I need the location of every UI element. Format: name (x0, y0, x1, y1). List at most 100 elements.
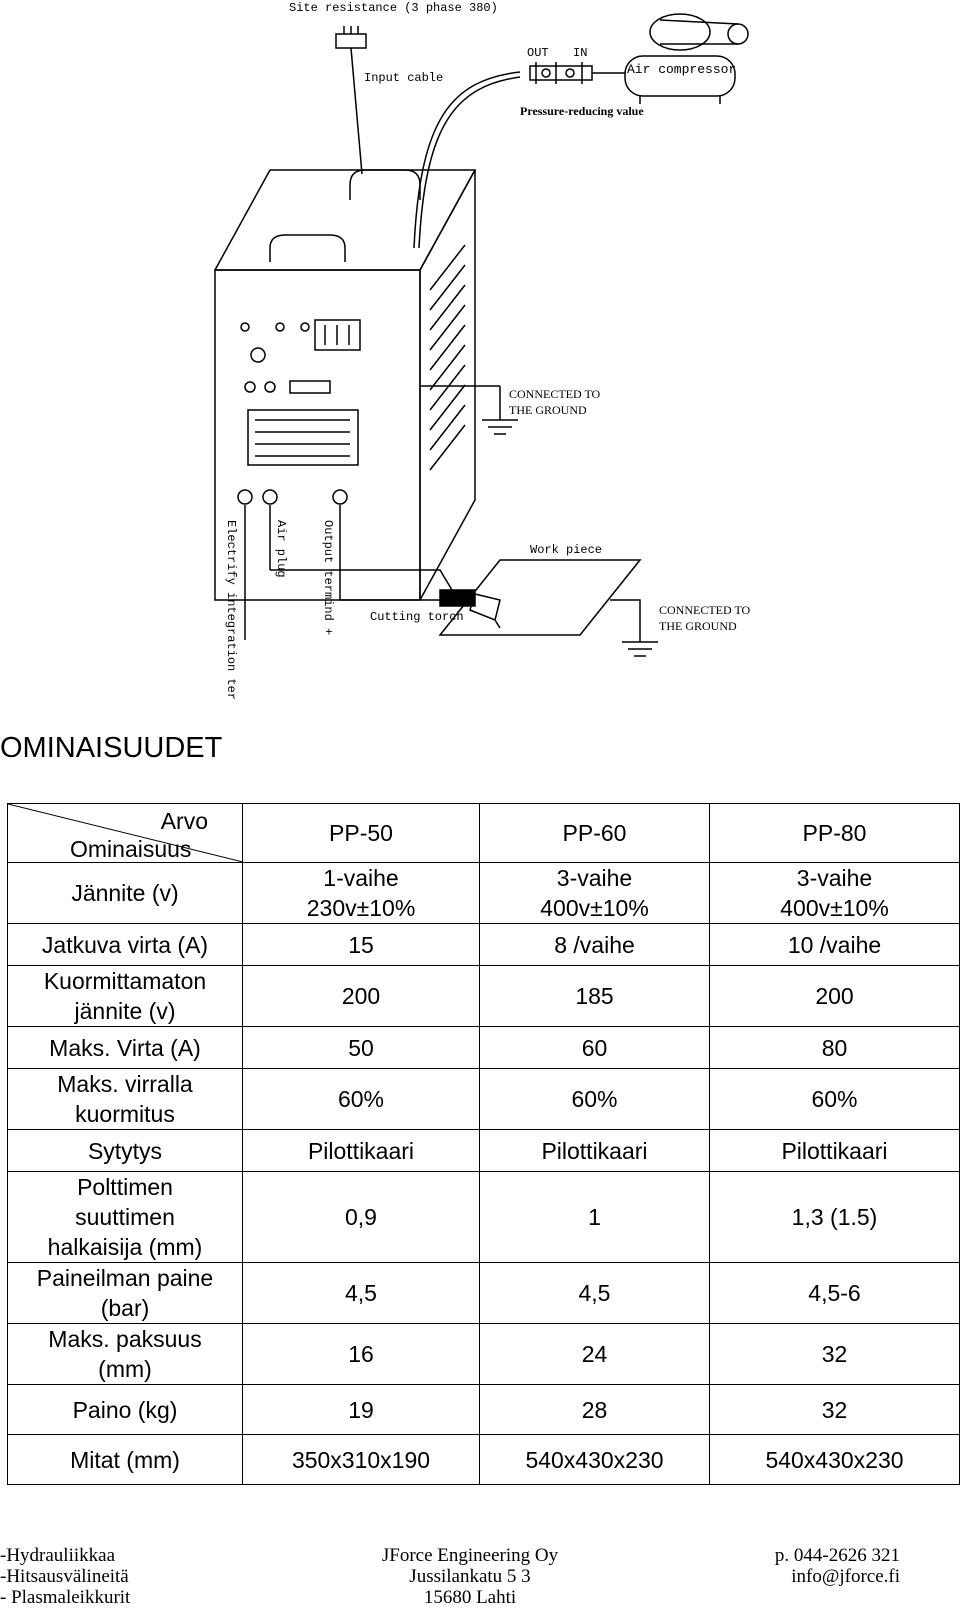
pressure-valve-icon (529, 62, 593, 84)
value-cell: 60% (479, 1068, 710, 1130)
value-cell: 185 (479, 965, 710, 1027)
plasma-cutter-machine (213, 169, 477, 601)
ground-label-2b: THE GROUND (659, 619, 737, 633)
company-name: JForce Engineering Oy (381, 1545, 559, 1566)
corner-bottom-label: Ominaisuus (70, 836, 192, 862)
value-cell: 3-vaihe 400v±10% (479, 862, 710, 924)
ground-label-1a: CONNECTED TO (509, 387, 601, 401)
row-label: Kuormittamaton jännite (v) (7, 965, 243, 1027)
model-header: PP-60 (479, 803, 710, 863)
value-cell: 4,5 (479, 1262, 710, 1324)
value-cell: 1-vaihe 230v±10% (242, 862, 480, 924)
model-header: PP-80 (709, 803, 960, 863)
value-cell: 60% (709, 1068, 960, 1130)
row-label: Polttimen suuttimen halkaisija (mm) (7, 1171, 243, 1263)
air-compressor-icon (624, 13, 749, 104)
footer-line: -Hitsausvälineitä (0, 1566, 129, 1587)
cutting-torch-label: Cutting torch (370, 610, 464, 624)
corner-cell: Arvo Ominaisuus (7, 803, 243, 863)
row-label: Mitat (mm) (7, 1434, 243, 1485)
value-cell: Pilottikaari (242, 1129, 480, 1172)
value-cell: 350x310x190 (242, 1434, 480, 1485)
value-cell: Pilottikaari (709, 1129, 960, 1172)
email-address: info@jforce.fi (791, 1566, 900, 1587)
value-cell: Pilottikaari (479, 1129, 710, 1172)
footer-company: JForce Engineering Oy Jussilankatu 5 3 1… (360, 1545, 580, 1608)
value-cell: 8 /vaihe (479, 923, 710, 966)
row-label: Jännite (v) (7, 862, 243, 924)
row-label: Maks. virralla kuormitus (7, 1068, 243, 1130)
value-cell: 32 (709, 1323, 960, 1385)
value-cell: 15 (242, 923, 480, 966)
value-cell: 540x430x230 (709, 1434, 960, 1485)
row-label: Paino (kg) (7, 1384, 243, 1435)
value-cell: 10 /vaihe (709, 923, 960, 966)
input-cable-line (350, 47, 363, 175)
output-terminal-label: Output termind + (321, 520, 335, 635)
diagonal-divider (8, 804, 243, 862)
corner-top-label: Arvo (160, 808, 208, 834)
table-row: Jännite (v)1-vaihe 230v±10%3-vaihe 400v±… (7, 862, 960, 924)
plasma-cutter-connection-diagram: Site resistance (3 phase 380) Input cabl… (213, 1, 751, 700)
model-header: PP-50 (242, 803, 480, 863)
row-label: Maks. Virta (A) (7, 1026, 243, 1069)
row-label: Paineilman paine (bar) (7, 1262, 243, 1324)
cutting-torch-icon (439, 589, 501, 629)
site-resistance-label: Site resistance (3 phase 380) (289, 1, 498, 15)
value-cell: 4,5 (242, 1262, 480, 1324)
company-street: Jussilankatu 5 3 (409, 1566, 531, 1587)
value-cell: 200 (242, 965, 480, 1027)
table-header-row: Arvo Ominaisuus PP-50 PP-60 PP-80 (7, 803, 960, 863)
phone-number: p. 044-2626 321 (774, 1545, 900, 1566)
power-plug-icon (335, 26, 367, 49)
spec-table: Arvo Ominaisuus PP-50 PP-60 PP-80 Jännit… (7, 803, 960, 1485)
air-hose (413, 71, 521, 249)
air-compressor-label: Air compressor (627, 62, 736, 77)
value-cell: 32 (709, 1384, 960, 1435)
value-cell: 0,9 (242, 1171, 480, 1263)
value-cell: 4,5-6 (709, 1262, 960, 1324)
footer-contact: p. 044-2626 321 info@jforce.fi (775, 1545, 900, 1587)
row-label: Jatkuva virta (A) (7, 923, 243, 966)
footer-line: - Plasmaleikkurit (0, 1587, 131, 1608)
footer-line: -Hydrauliikkaa (0, 1545, 116, 1566)
value-cell: 24 (479, 1323, 710, 1385)
air-plug-label: Air plug (274, 520, 288, 578)
company-city: 15680 Lahti (423, 1587, 517, 1608)
work-piece-label: Work piece (530, 543, 602, 557)
value-cell: 50 (242, 1026, 480, 1069)
row-label: Maks. paksuus (mm) (7, 1323, 243, 1385)
work-piece-plate (438, 559, 642, 636)
valve-out-label: OUT (527, 46, 549, 60)
value-cell: 200 (709, 965, 960, 1027)
value-cell: 1 (479, 1171, 710, 1263)
footer-left: -Hydrauliikkaa -Hitsausvälineitä - Plasm… (0, 1545, 130, 1608)
electrify-terminal-label: Electrify integration terminal (224, 520, 238, 700)
value-cell: 19 (242, 1384, 480, 1435)
value-cell: 60 (479, 1026, 710, 1069)
row-label: Sytytys (7, 1129, 243, 1172)
ground-label-1b: THE GROUND (509, 403, 587, 417)
section-title: OMINAISUUDET (0, 732, 223, 764)
value-cell: 80 (709, 1026, 960, 1069)
value-cell: 60% (242, 1068, 480, 1130)
value-cell: 540x430x230 (479, 1434, 710, 1485)
pressure-valve-label: Pressure-reducing value (520, 104, 644, 118)
value-cell: 28 (479, 1384, 710, 1435)
ground-label-2a: CONNECTED TO (659, 603, 751, 617)
value-cell: 16 (242, 1323, 480, 1385)
value-cell: 3-vaihe 400v±10% (709, 862, 960, 924)
value-cell: 1,3 (1.5) (709, 1171, 960, 1263)
input-cable-label: Input cable (364, 71, 443, 85)
valve-in-label: IN (573, 46, 587, 60)
